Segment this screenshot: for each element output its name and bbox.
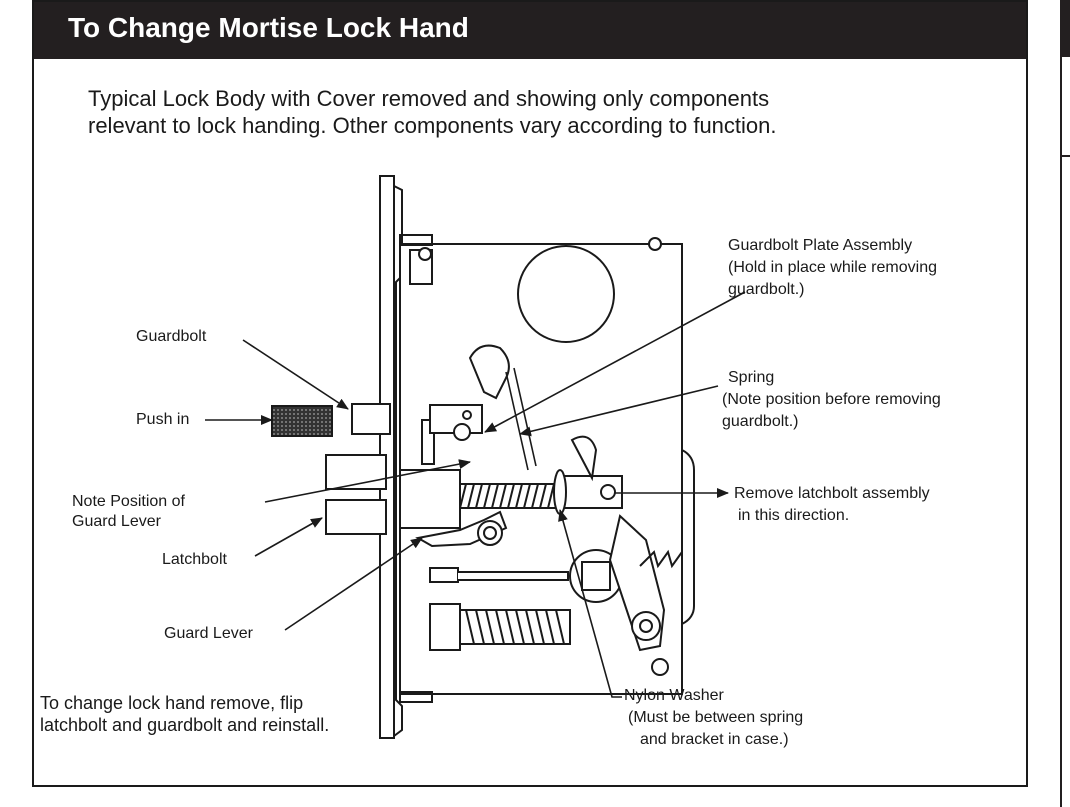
hub-and-lever <box>569 435 683 652</box>
label-washer-3: and bracket in case.) <box>640 731 789 748</box>
footnote: To change lock hand remove, flip latchbo… <box>40 693 330 735</box>
label-plate-2: (Hold in place while removing <box>728 259 937 276</box>
label-remove-2: in this direction. <box>738 507 850 524</box>
page-title: To Change Mortise Lock Hand <box>68 12 469 43</box>
label-push-in: Push in <box>136 411 190 428</box>
label-latchbolt: Latchbolt <box>162 551 227 568</box>
guardbolt <box>271 403 391 437</box>
label-washer-1: Nylon Washer <box>624 687 724 704</box>
label-plate-1: Guardbolt Plate Assembly <box>728 237 913 254</box>
label-spring-2: (Note position before removing <box>722 391 941 408</box>
label-note-position-2: Guard Lever <box>72 513 161 530</box>
guard-lever <box>415 510 508 548</box>
intro-text: Typical Lock Body with Cover removed and… <box>88 86 777 138</box>
adjacent-divider <box>1060 155 1070 157</box>
header-bar: To Change Mortise Lock Hand <box>34 2 1026 59</box>
adjacent-header-edge <box>1060 0 1070 57</box>
leader-lines <box>205 291 746 698</box>
adjacent-panel-edge <box>1060 0 1070 807</box>
lower-components <box>429 567 571 651</box>
guardbolt-plate-assembly <box>429 344 510 441</box>
label-remove-1: Remove latchbolt assembly <box>734 485 930 502</box>
label-guard-lever: Guard Lever <box>164 625 253 642</box>
label-guardbolt: Guardbolt <box>136 328 207 345</box>
spring-wire <box>505 367 537 471</box>
adjacent-border <box>1060 0 1062 807</box>
case-holes <box>418 237 669 676</box>
label-washer-2: (Must be between spring <box>628 709 804 726</box>
label-plate-3: guardbolt.) <box>728 281 805 298</box>
label-spring-3: guardbolt.) <box>722 413 799 430</box>
label-note-position-1: Note Position of <box>72 493 185 510</box>
label-spring-1: Spring <box>728 369 775 386</box>
latchbolt-assembly <box>325 454 623 535</box>
